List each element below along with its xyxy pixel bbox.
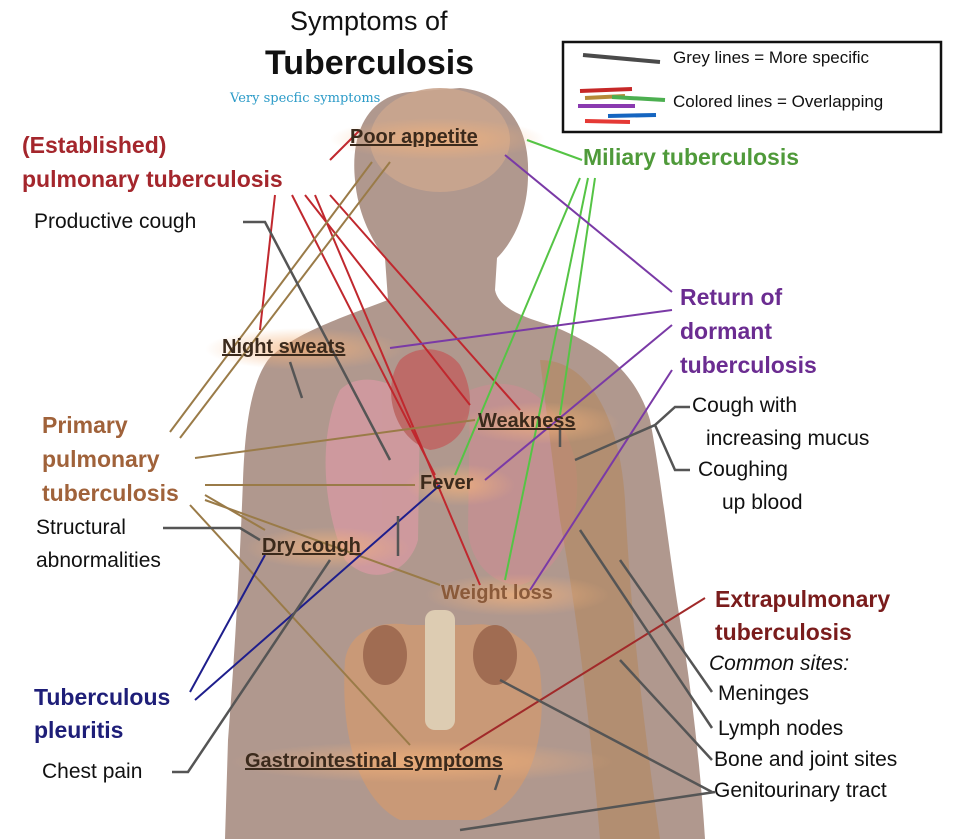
note-cough-mucus-line2: increasing mucus bbox=[706, 427, 869, 451]
symptom-weight-loss: Weight loss bbox=[441, 582, 553, 605]
disease-established-line1: (Established) bbox=[22, 132, 166, 158]
legend-grey-label: Grey lines = More specific bbox=[673, 48, 869, 68]
note-structural-line1: Structural bbox=[36, 516, 126, 540]
disease-extrapulmonary-line1: Extrapulmonary bbox=[715, 586, 890, 612]
symptom-dry-cough: Dry cough bbox=[262, 535, 361, 558]
symptom-fever: Fever bbox=[420, 472, 473, 495]
site-bone-joint: Bone and joint sites bbox=[714, 748, 897, 772]
note-cough-mucus-line1: Cough with bbox=[692, 394, 797, 418]
note-chest-pain: Chest pain bbox=[42, 760, 142, 784]
symptom-poor-appetite: Poor appetite bbox=[350, 126, 478, 149]
disease-dormant-line3: tuberculosis bbox=[680, 352, 817, 378]
title-line2: Tuberculosis bbox=[265, 44, 474, 83]
abdomen bbox=[344, 610, 542, 820]
disease-dormant-line1: Return of bbox=[680, 284, 782, 310]
symptom-night-sweats: Night sweats bbox=[222, 336, 345, 359]
note-structural-line2: abnormalities bbox=[36, 549, 161, 573]
disease-pleuritis-line2: pleuritis bbox=[34, 717, 123, 743]
note-productive-cough: Productive cough bbox=[34, 210, 196, 234]
disease-primary-line3: tuberculosis bbox=[42, 480, 179, 506]
note-common-sites: Common sites: bbox=[709, 652, 849, 676]
disease-pleuritis-line1: Tuberculous bbox=[34, 684, 170, 710]
annotation-text: Very specfic symptoms bbox=[230, 92, 380, 107]
site-lymph-nodes: Lymph nodes bbox=[718, 717, 843, 741]
symptom-weakness: Weakness bbox=[478, 410, 575, 433]
symptom-gastrointestinal: Gastrointestinal symptoms bbox=[245, 750, 503, 773]
site-meninges: Meninges bbox=[718, 682, 809, 706]
note-coughing-blood-line1: Coughing bbox=[698, 458, 788, 482]
disease-established-line2: pulmonary tuberculosis bbox=[22, 166, 283, 192]
disease-extrapulmonary-line2: tuberculosis bbox=[715, 619, 852, 645]
note-coughing-blood-line2: up blood bbox=[722, 491, 803, 515]
disease-primary-line2: pulmonary bbox=[42, 446, 160, 472]
site-genitourinary: Genitourinary tract bbox=[714, 779, 887, 803]
disease-dormant-line2: dormant bbox=[680, 318, 772, 344]
legend-colored-label: Colored lines = Overlapping bbox=[673, 92, 883, 112]
title-line1: Symptoms of bbox=[290, 6, 448, 37]
disease-primary-line1: Primary bbox=[42, 412, 128, 438]
disease-miliary: Miliary tuberculosis bbox=[583, 144, 799, 170]
